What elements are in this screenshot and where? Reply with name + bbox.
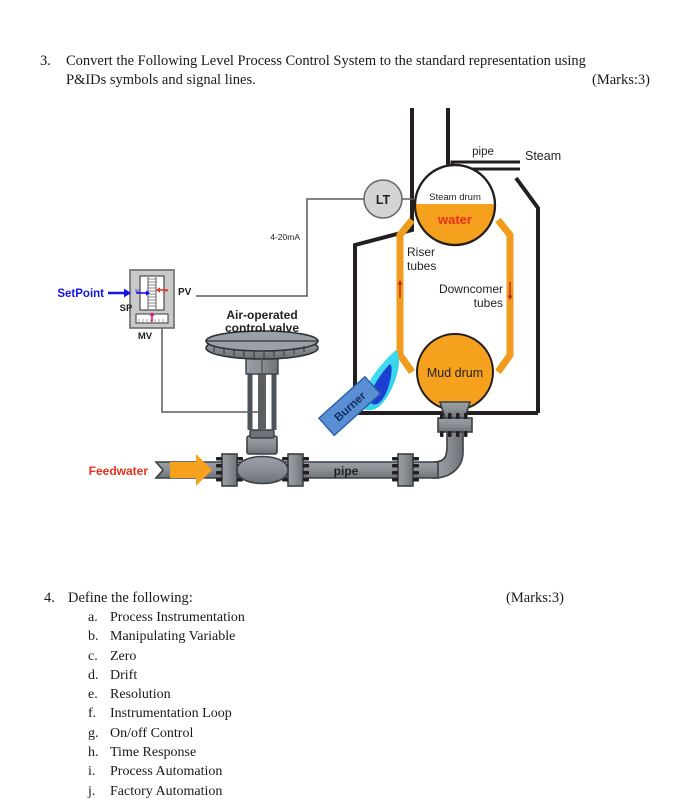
downcomer-flow-arrow	[507, 282, 513, 300]
question-3-text-line-1: Convert the Following Level Process Cont…	[66, 53, 586, 69]
steam-label: Steam	[525, 149, 561, 163]
list-item-label: h.	[88, 745, 99, 761]
mud-drum-outlet-piping	[433, 401, 473, 479]
question-4-title: Define the following:	[68, 590, 193, 606]
list-item: c. Zero	[88, 647, 564, 666]
list-item-text: On/off Control	[110, 725, 194, 741]
list-item-text: Drift	[110, 667, 138, 683]
signal-range-label: 4-20mA	[270, 232, 300, 242]
steam-drum	[413, 163, 497, 247]
question-3-line-2: P&IDs symbols and signal lines. (Marks:3…	[40, 71, 650, 90]
question-4-header: 4. Define the following: (Marks:3)	[44, 588, 564, 608]
list-item-text: Process Automation	[110, 764, 223, 780]
question-3-text-line-2: P&IDs symbols and signal lines.	[66, 72, 256, 88]
list-item-label: f.	[88, 706, 97, 722]
question-4-number: 4.	[44, 590, 55, 606]
level-transmitter-tag: LT	[376, 193, 391, 207]
list-item-label: j.	[88, 783, 96, 799]
list-item: e. Resolution	[88, 685, 564, 704]
list-item-label: d.	[88, 667, 99, 683]
list-item: j. Factory Automation	[88, 782, 564, 801]
list-item: a. Process Instrumentation	[88, 608, 564, 627]
pipe-flange	[216, 453, 243, 487]
setpoint-input-arrow	[108, 288, 131, 298]
list-item-text: Factory Automation	[110, 783, 223, 799]
list-item-label: a.	[88, 610, 98, 625]
pipe-bottom-label: pipe	[334, 464, 359, 478]
question-3-marks: (Marks:3)	[592, 72, 650, 88]
control-valve-label-line-1: Air-operated	[226, 308, 297, 322]
sp-label: SP	[120, 303, 133, 314]
pv-glyph-label: pv	[163, 288, 169, 293]
list-item-label: g.	[88, 725, 99, 741]
mv-label: MV	[138, 331, 153, 342]
level-process-control-diagram: pipe Steam	[0, 100, 692, 520]
pv-label: PV	[178, 287, 192, 298]
list-item-text: Instrumentation Loop	[110, 706, 232, 722]
process-variable-marker	[156, 287, 168, 293]
riser-downcomer-tubes	[396, 217, 514, 375]
list-item-text: Time Response	[110, 745, 197, 761]
list-item: f. Instrumentation Loop	[88, 704, 564, 723]
list-item-label: i.	[88, 764, 96, 780]
feedwater-flow-arrow	[170, 454, 212, 486]
setpoint-label: SetPoint	[57, 288, 104, 300]
question-3-line-1: 3. Convert the Following Level Process C…	[40, 52, 650, 71]
riser-tubes-label-line-2: tubes	[407, 259, 436, 273]
list-item: i. Process Automation	[88, 762, 564, 781]
list-item-text: Zero	[110, 648, 137, 664]
question-3-number: 3.	[40, 53, 51, 69]
setpoint-marker	[136, 290, 150, 296]
list-item-text: Process Instrumentation	[110, 610, 245, 625]
level-controller: sp pv	[129, 269, 175, 329]
list-item-text: Resolution	[110, 687, 171, 703]
list-item: h. Time Response	[88, 743, 564, 762]
pipe-flange	[392, 453, 419, 487]
water-label: water	[437, 212, 472, 227]
control-valve-label-line-2: control valve	[225, 321, 299, 335]
feedwater-pipe	[154, 453, 439, 487]
question-4: 4. Define the following: (Marks:3) a. Pr…	[44, 588, 564, 801]
mud-drum-label: Mud drum	[427, 366, 483, 380]
downcomer-tubes-label-line-1: Downcomer	[439, 282, 503, 296]
question-4-sublist: a. Process Instrumentation b. Manipulati…	[44, 608, 564, 801]
signal-lines	[161, 198, 415, 413]
downcomer-tubes-label-line-2: tubes	[474, 296, 503, 310]
list-item: b. Manipulating Variable	[88, 627, 564, 646]
riser-flow-arrow	[397, 280, 403, 298]
list-item: g. On/off Control	[88, 724, 564, 743]
list-item-label: c.	[88, 648, 98, 664]
steam-drum-label: Steam drum	[429, 192, 481, 203]
pipe-top-label: pipe	[472, 146, 494, 158]
riser-tubes-label-line-1: Riser	[407, 245, 435, 259]
list-item-label: b.	[88, 629, 99, 645]
question-3-line-2-body: P&IDs symbols and signal lines. (Marks:3…	[66, 71, 650, 90]
list-item: d. Drift	[88, 666, 564, 685]
question-3: 3. Convert the Following Level Process C…	[40, 52, 650, 90]
level-transmitter-bubble: LT	[363, 179, 403, 219]
list-item-text: Manipulating Variable	[110, 629, 236, 645]
question-4-marks: (Marks:3)	[506, 590, 564, 606]
list-item-label: e.	[88, 687, 98, 703]
sp-glyph-label: sp	[135, 288, 140, 293]
feedwater-label: Feedwater	[89, 464, 149, 478]
